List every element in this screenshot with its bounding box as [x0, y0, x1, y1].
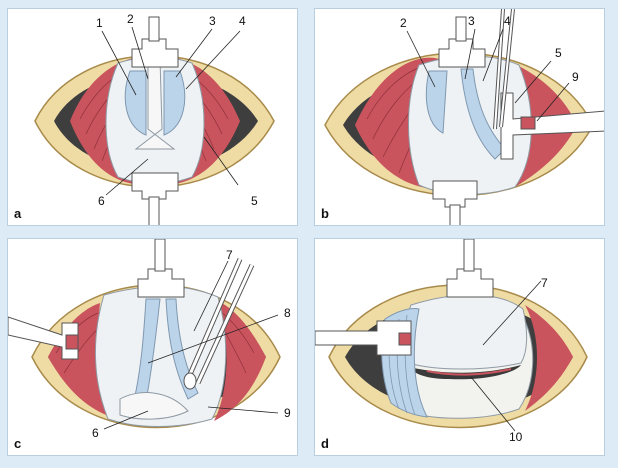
panel-d: 7 10 d: [314, 238, 605, 456]
panel-label-b: b: [321, 206, 329, 221]
callout-b-3: 3: [468, 14, 475, 28]
callout-c-6: 6: [92, 426, 99, 440]
callout-a-3: 3: [209, 14, 216, 28]
callout-d-10: 10: [509, 430, 523, 444]
surgical-illustration-d: [315, 239, 588, 432]
callout-c-8: 8: [284, 306, 291, 320]
callout-c-9: 9: [284, 406, 291, 420]
surgical-illustration-b: [324, 9, 604, 225]
callout-b-2: 2: [400, 16, 407, 30]
panel-b: 2 3 4 5 9 b: [314, 8, 605, 226]
callout-c-7: 7: [226, 248, 233, 262]
callout-a-5: 5: [251, 194, 258, 208]
panel-label-c: c: [14, 436, 22, 451]
panel-label-a: a: [14, 206, 22, 221]
panel-a: 1 2 3 4 5 6 a: [7, 8, 298, 226]
surgical-illustration-c: [8, 239, 281, 430]
callout-b-9: 9: [572, 70, 579, 84]
panel-c: 7 8 9 6 c: [7, 238, 298, 456]
callout-a-2: 2: [127, 12, 134, 26]
callout-d-7: 7: [541, 276, 548, 290]
surgical-illustration-a: [34, 16, 275, 225]
panel-label-d: d: [321, 436, 329, 451]
callout-b-5: 5: [555, 46, 562, 60]
callout-a-6: 6: [98, 194, 105, 208]
callout-a-4: 4: [239, 14, 246, 28]
callout-b-4: 4: [504, 14, 511, 28]
callout-a-1: 1: [96, 16, 103, 30]
